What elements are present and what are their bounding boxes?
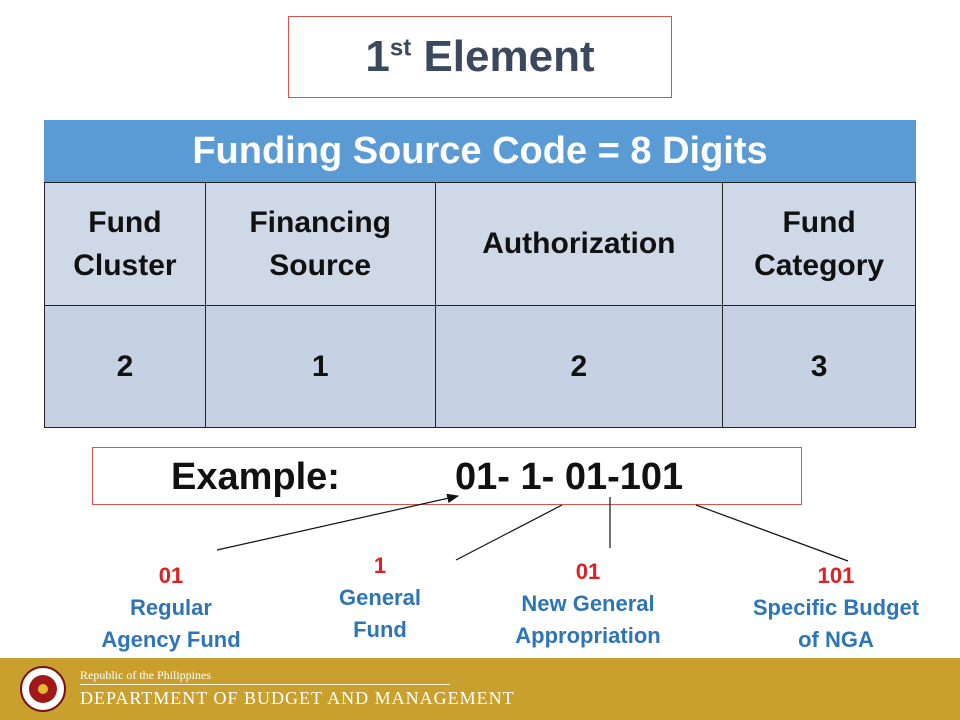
arrow-regular-agency-fund xyxy=(216,493,460,551)
note-general-fund: 1 General Fund xyxy=(339,553,421,642)
footer-department: DEPARTMENT OF BUDGET AND MANAGEMENT xyxy=(80,688,515,708)
line-general-fund xyxy=(455,504,563,561)
slide-title: 1st Element xyxy=(365,32,595,81)
value-financing-source: 1 xyxy=(204,305,436,428)
value-authorization: 2 xyxy=(434,305,724,428)
footer-divider xyxy=(80,684,450,685)
footer-republic: Republic of the Philippines xyxy=(80,668,211,682)
line-specific-budget xyxy=(695,504,849,562)
code-banner: Funding Source Code = 8 Digits xyxy=(44,120,916,182)
footer-bar: Republic of the Philippines DEPARTMENT O… xyxy=(0,658,960,720)
example-label: Example: xyxy=(171,456,340,498)
note-specific-budget: 101 Specific Budget of NGA xyxy=(752,563,920,652)
value-fund-category: 3 xyxy=(722,305,916,428)
title-box: 1st Element xyxy=(288,16,672,98)
example-code: 01- 1- 01-101 xyxy=(455,456,684,498)
note-regular-agency-fund: 01 Regular Agency Fund xyxy=(101,563,241,652)
note-new-general-appropriation: 01 New General Appropriation xyxy=(515,559,661,648)
header-authorization: Authorization xyxy=(434,182,724,306)
dbm-seal-icon xyxy=(20,666,66,712)
example-box: Example: 01- 1- 01-101 xyxy=(92,447,802,505)
value-fund-cluster: 2 xyxy=(44,305,206,428)
value-row: 2 1 2 3 xyxy=(44,305,916,428)
